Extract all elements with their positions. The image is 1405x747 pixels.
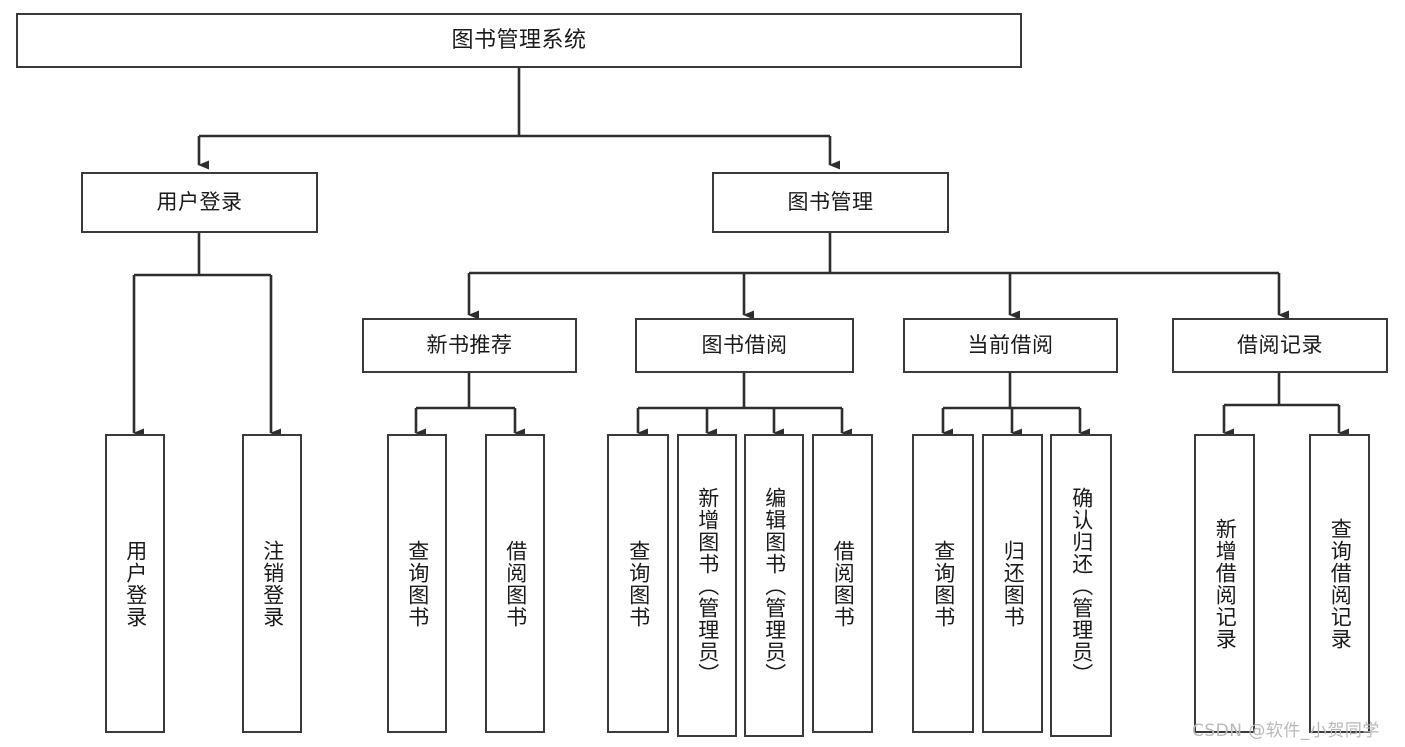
leaf-add-book-label: 新增图书（管理员） <box>695 486 720 685</box>
leaf-query-book-2-label: 查询图书 <box>626 539 651 628</box>
leaf-return-book[interactable]: 归还图书 <box>982 434 1043 733</box>
leaf-query-book-1-label: 查询图书 <box>405 539 430 628</box>
leaf-logout-label: 注销登录 <box>260 539 285 628</box>
node-borrow-record[interactable]: 借阅记录 <box>1172 318 1388 373</box>
leaf-edit-book[interactable]: 编辑图书（管理员） <box>744 434 804 737</box>
leaf-edit-book-label: 编辑图书（管理员） <box>762 486 787 685</box>
leaf-query-book-1[interactable]: 查询图书 <box>387 434 447 733</box>
node-book-manage[interactable]: 图书管理 <box>712 172 949 233</box>
leaf-login-label: 用户登录 <box>123 539 148 628</box>
leaf-borrow-book-1[interactable]: 借阅图书 <box>485 434 545 733</box>
leaf-add-book[interactable]: 新增图书（管理员） <box>677 434 737 737</box>
leaf-query-book-3[interactable]: 查询图书 <box>912 434 974 733</box>
node-book-borrow[interactable]: 图书借阅 <box>635 318 854 373</box>
node-user-login-label: 用户登录 <box>156 190 243 215</box>
leaf-borrow-book-2[interactable]: 借阅图书 <box>812 434 873 733</box>
leaf-add-record-label: 新增借阅记录 <box>1213 517 1238 650</box>
leaf-return-book-label: 归还图书 <box>1001 539 1026 628</box>
node-current-borrow[interactable]: 当前借阅 <box>903 318 1118 373</box>
node-book-borrow-label: 图书借阅 <box>701 333 788 358</box>
node-current-borrow-label: 当前借阅 <box>967 333 1054 358</box>
leaf-confirm-return[interactable]: 确认归还（管理员） <box>1050 434 1112 737</box>
node-root-label: 图书管理系统 <box>451 27 587 53</box>
leaf-query-book-2[interactable]: 查询图书 <box>607 434 669 733</box>
leaf-query-record-label: 查询借阅记录 <box>1328 517 1353 650</box>
leaf-query-record[interactable]: 查询借阅记录 <box>1309 434 1370 733</box>
leaf-login[interactable]: 用户登录 <box>105 434 165 733</box>
leaf-add-record[interactable]: 新增借阅记录 <box>1194 434 1255 733</box>
leaf-logout[interactable]: 注销登录 <box>242 434 302 733</box>
node-new-book-rec-label: 新书推荐 <box>426 333 513 358</box>
leaf-confirm-return-label: 确认归还（管理员） <box>1069 486 1094 685</box>
leaf-borrow-book-2-label: 借阅图书 <box>831 539 856 628</box>
node-user-login[interactable]: 用户登录 <box>81 172 318 233</box>
node-borrow-record-label: 借阅记录 <box>1237 333 1323 358</box>
node-root[interactable]: 图书管理系统 <box>16 13 1022 68</box>
node-book-manage-label: 图书管理 <box>787 190 874 215</box>
leaf-borrow-book-1-label: 借阅图书 <box>503 539 528 628</box>
leaf-query-book-3-label: 查询图书 <box>931 539 956 628</box>
node-new-book-rec[interactable]: 新书推荐 <box>362 318 577 373</box>
csdn-watermark: CSDN @软件_小贺同学 <box>1192 721 1380 741</box>
